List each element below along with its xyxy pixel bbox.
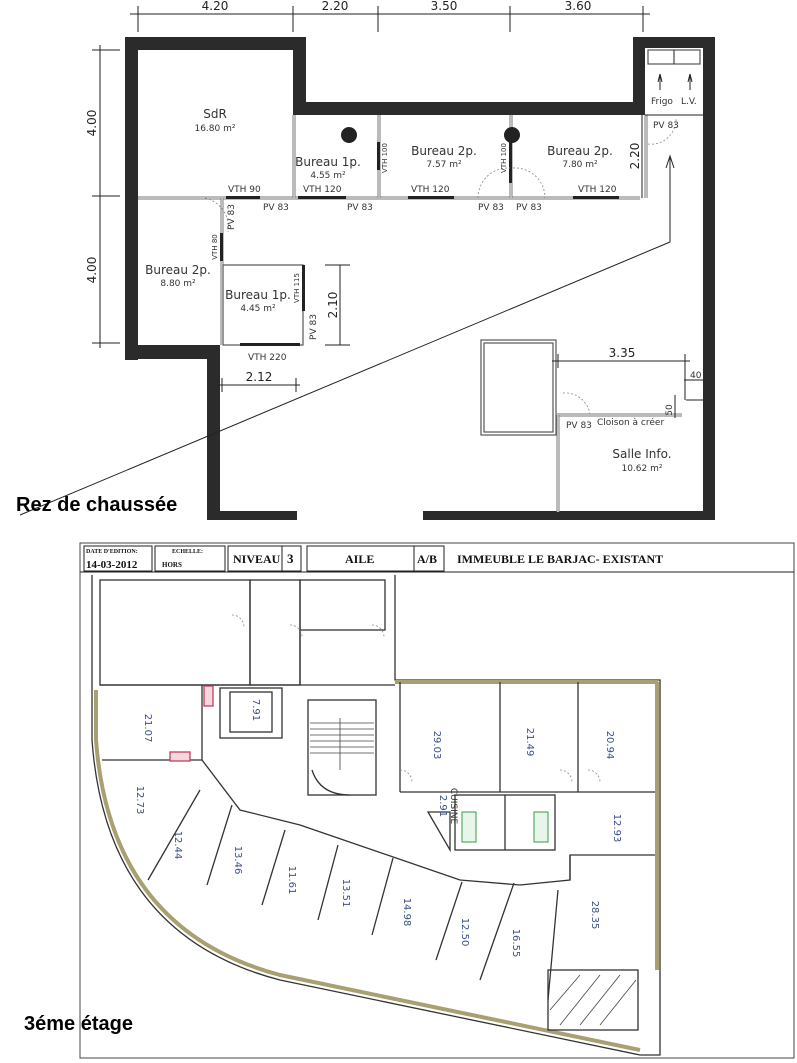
wing-value: A/B [417, 552, 437, 566]
wing-label: AILE [345, 552, 374, 566]
vth-label: VTH 80 [211, 234, 219, 259]
vth-label: VTH 100 [381, 143, 389, 173]
building-outline [91, 575, 661, 1056]
ground-floor-plan: 4.20 2.20 3.50 3.60 4.00 4.00 [16, 0, 715, 520]
vth-label: VTH 220 [248, 353, 287, 363]
room-name: SdR [203, 107, 227, 121]
dim-top-4: 3.60 [565, 0, 592, 13]
scale-label: ECHELLE: [172, 549, 203, 555]
room-name: Salle Info. [612, 447, 671, 461]
dim-top-3: 3.50 [431, 0, 458, 13]
room-area: 8.80 m² [160, 279, 196, 289]
room-area: 10.62 m² [621, 464, 662, 474]
room-area-label: 21.07 [142, 714, 153, 743]
third-floor-caption: 3éme étage [24, 1013, 133, 1035]
inner-dimensions: 2.10 2.12 2.20 3.35 40 50 [218, 115, 703, 418]
room-area-label: 12.93 [611, 814, 622, 843]
room-area-label: 14.98 [401, 898, 412, 927]
room-area: 16.80 m² [194, 124, 235, 134]
scale-value: HORS [162, 561, 182, 569]
column-icon [341, 127, 357, 143]
exterior-walls [125, 37, 715, 520]
pv-label: PV 83 [653, 121, 679, 131]
room-name: Bureau 2p. [547, 144, 613, 158]
top-dimension-line: 4.20 2.20 3.50 3.60 [130, 0, 650, 32]
ground-floor-caption: Rez de chaussée [16, 494, 177, 516]
room-area-label: 21.49 [524, 728, 535, 757]
room-area-label: 20.94 [604, 731, 615, 760]
date-value: 14-03-2012 [86, 559, 138, 571]
room-name: Bureau 1p. [295, 155, 361, 169]
window-segments [220, 135, 619, 346]
dim-2-12: 2.12 [246, 370, 273, 384]
room-area-label: 7.91 [250, 699, 261, 721]
vth-label: VTH 90 [228, 185, 261, 195]
room-area-label: 13.51 [340, 879, 351, 908]
vth-label: VTH 120 [303, 185, 342, 195]
room-area-labels: 21.07 7.91 12.73 12.44 13.46 11.61 13.51… [134, 699, 622, 957]
room-name: Bureau 2p. [411, 144, 477, 158]
level-value: 3 [287, 551, 294, 566]
dim-left-1: 4.00 [85, 110, 99, 137]
diagonal-line [19, 158, 671, 516]
fridge-label: Frigo [651, 97, 673, 107]
dim-40: 40 [690, 371, 702, 381]
pv-label: PV 83 [263, 203, 289, 213]
level-label: NIVEAU [233, 552, 281, 566]
date-label: DATE D'EDITION: [86, 549, 138, 555]
pv-label: PV 83 [309, 314, 319, 340]
dim-2-20: 2.20 [628, 143, 642, 170]
room-labels: SdR 16.80 m² Bureau 1p. 4.55 m² Bureau 2… [145, 97, 697, 474]
vth-label: VTH 120 [411, 185, 450, 195]
pv-label: PV 83 [566, 421, 592, 431]
vth-label: VTH 120 [578, 185, 617, 195]
kitchen-area: 2.91 [437, 795, 448, 817]
opening-labels: VTH 90 VTH 120 VTH 120 VTH 120 PV 83 PV … [211, 121, 679, 431]
room-area: 4.55 m² [310, 171, 346, 181]
room-area-label: 28.35 [589, 901, 600, 930]
pv-label: PV 83 [516, 203, 542, 213]
room-area: 7.80 m² [562, 160, 598, 170]
arrow-icon [657, 73, 663, 90]
room-name: Bureau 1p. [225, 288, 291, 302]
room-area-label: 29.03 [431, 731, 442, 760]
vth-label: VTH 100 [500, 143, 508, 173]
title-block: DATE D'EDITION: 14-03-2012 ECHELLE: HORS… [80, 545, 794, 573]
room-area-label: 16.55 [510, 929, 521, 958]
room-area: 7.57 m² [426, 160, 462, 170]
kitchen-label: CUISINE [448, 788, 458, 825]
pv-label: PV 83 [347, 203, 373, 213]
dim-left-2: 4.00 [85, 257, 99, 284]
building-name: IMMEUBLE LE BARJAC- EXISTANT [457, 552, 663, 566]
dim-3-35: 3.35 [609, 346, 636, 360]
column-icon [504, 127, 520, 143]
dim-top-2: 2.20 [322, 0, 349, 13]
room-area-label: 12.73 [134, 786, 145, 815]
stair-hatch [549, 974, 637, 1026]
left-dimension-line: 4.00 4.00 [85, 45, 120, 348]
room-area: 4.45 m² [240, 304, 276, 314]
room-area-label: 12.44 [172, 831, 183, 860]
arrow-icon [665, 154, 675, 169]
room-area-label: 11.61 [286, 866, 297, 895]
sink-label: L.V. [681, 97, 697, 107]
room-name: Bureau 2p. [145, 263, 211, 277]
pv-label: PV 83 [227, 204, 237, 230]
dim-top-1: 4.20 [202, 0, 229, 13]
vth-label: VTH 115 [293, 273, 301, 303]
sheet-frame [79, 542, 795, 1059]
stair-treads [310, 718, 374, 770]
third-floor-plan: DATE D'EDITION: 14-03-2012 ECHELLE: HORS… [24, 542, 795, 1059]
arrow-icon [687, 73, 693, 90]
pv-label: PV 83 [478, 203, 504, 213]
dim-2-10: 2.10 [326, 292, 340, 319]
door-swings [204, 117, 677, 416]
room-area-label: 13.46 [232, 846, 243, 875]
room-area-label: 12.50 [459, 918, 470, 947]
partition-to-create-label: Cloison à créer [597, 417, 664, 428]
dim-50: 50 [665, 404, 675, 416]
